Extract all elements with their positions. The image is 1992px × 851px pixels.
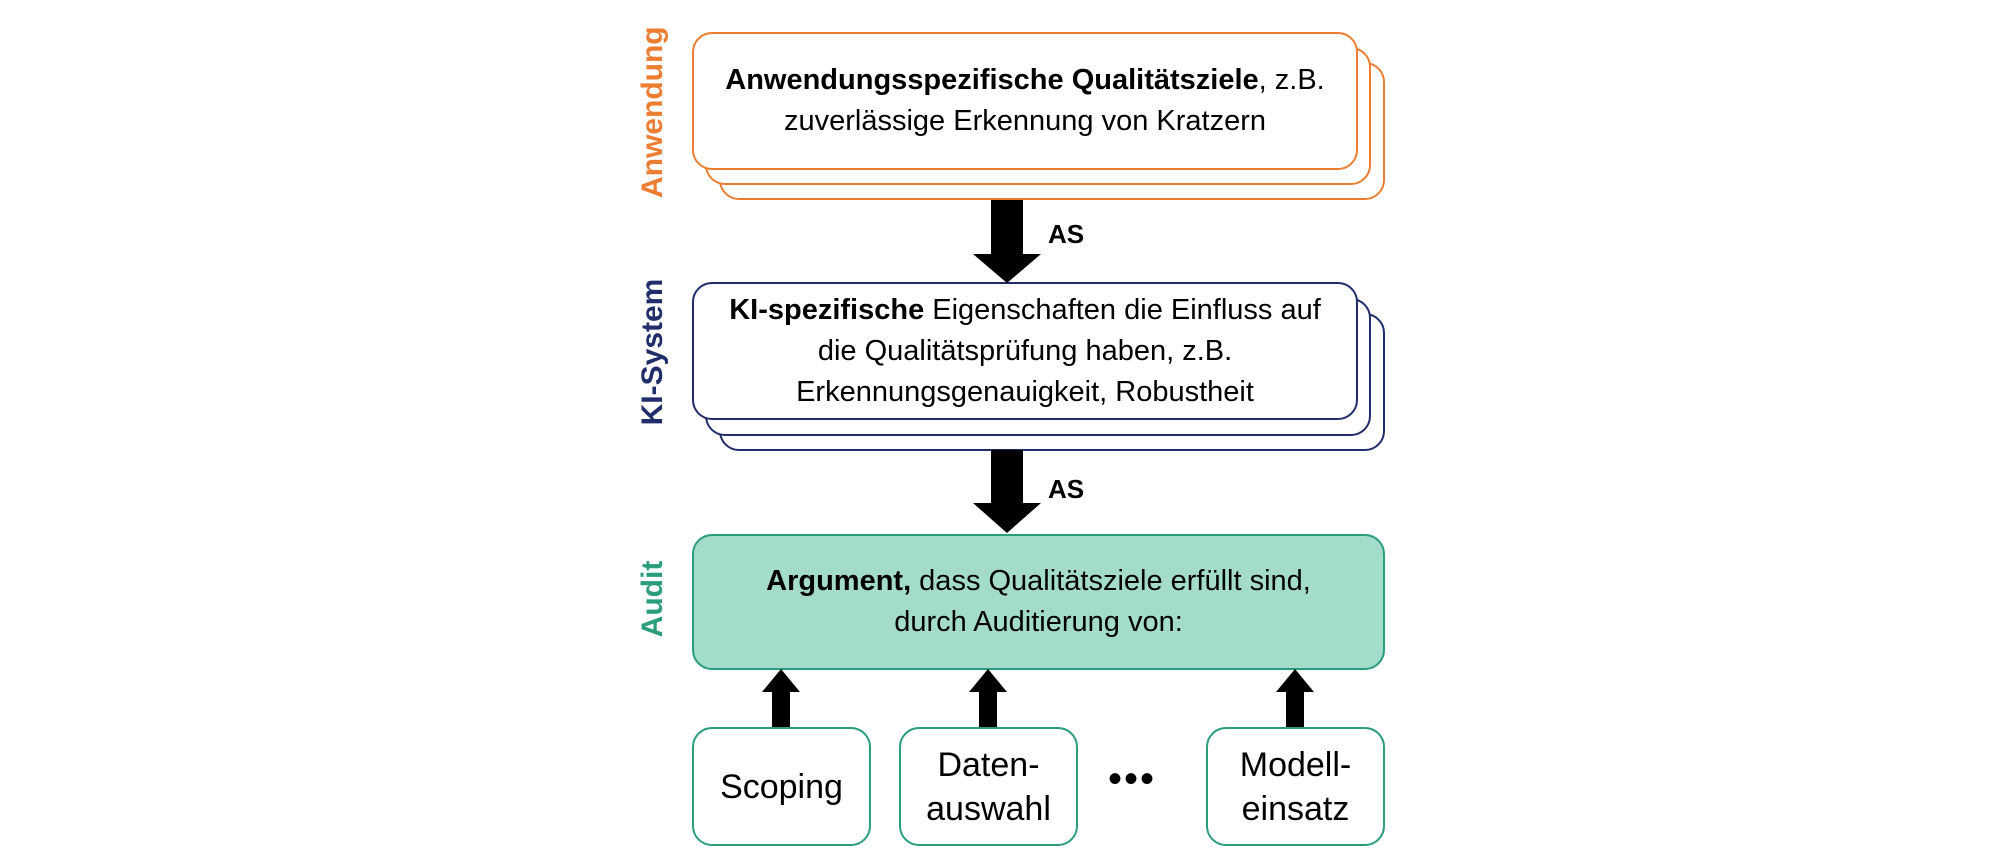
arrow-down-2 xyxy=(973,450,1041,533)
anwendung-line1-rest: , z.B. xyxy=(1258,64,1325,96)
scoping-box: Scoping xyxy=(692,727,871,846)
datenauswahl-box: Daten- auswahl xyxy=(899,727,1078,846)
ki-box: KI-spezifische Eigenschaften die Einflus… xyxy=(692,282,1358,420)
anwendung-bold: Anwendungsspezifische Qualitätsziele xyxy=(725,64,1259,96)
audit-box: Argument, dass Qualitätsziele erfüllt si… xyxy=(692,534,1385,670)
anwendung-line2: zuverlässige Erkennung von Kratzern xyxy=(784,105,1266,137)
datenauswahl-line1: Daten- xyxy=(937,745,1040,784)
as-label-2: AS xyxy=(1048,474,1085,504)
datenauswahl-text: Daten- auswahl xyxy=(901,729,1076,844)
audit-line2: durch Auditierung von: xyxy=(894,606,1183,638)
datenauswahl-line2: auswahl xyxy=(926,789,1051,828)
audit-box-text: Argument, dass Qualitätsziele erfüllt si… xyxy=(694,536,1383,668)
ki-line1-rest: Eigenschaften die Einfluss auf xyxy=(924,293,1321,326)
as-label-1: AS xyxy=(1048,219,1085,249)
ki-line2: die Qualitätsprüfung haben, z.B. xyxy=(817,334,1233,367)
modelleinsatz-line1: Modell- xyxy=(1239,745,1352,784)
arrow-up-modelleinsatz xyxy=(1276,669,1314,727)
scoping-label: Scoping xyxy=(720,767,843,806)
scoping-text: Scoping xyxy=(694,729,869,844)
arrow-down-1 xyxy=(973,200,1041,283)
arrow-up-datenauswahl xyxy=(969,669,1007,727)
anwendung-box-text: Anwendungsspezifische Qualitätsziele, z.… xyxy=(694,34,1356,168)
arrow-up-scoping xyxy=(762,669,800,727)
modelleinsatz-box: Modell- einsatz xyxy=(1206,727,1385,846)
anwendung-box: Anwendungsspezifische Qualitätsziele, z.… xyxy=(692,32,1358,170)
ki-box-text: KI-spezifische Eigenschaften die Einflus… xyxy=(694,284,1356,418)
ellipsis: ••• xyxy=(1108,757,1157,801)
modelleinsatz-text: Modell- einsatz xyxy=(1208,729,1383,844)
ki-bold: KI-spezifische xyxy=(729,293,925,326)
audit-bold: Argument, xyxy=(766,565,912,597)
ki-line3: Erkennungsgenauigkeit, Robustheit xyxy=(796,375,1254,408)
audit-line1-rest: dass Qualitätsziele erfüllt sind, xyxy=(911,565,1311,597)
modelleinsatz-line2: einsatz xyxy=(1241,789,1350,828)
